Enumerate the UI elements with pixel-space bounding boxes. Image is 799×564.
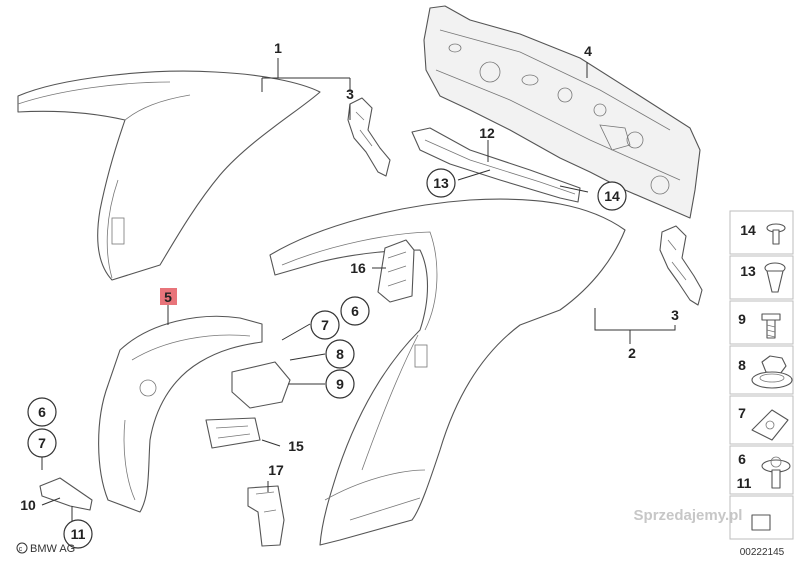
fastener-sidebar: 14 13 9 8: [729, 210, 794, 540]
callout-circle-6b: [27, 397, 57, 427]
svg-text:14: 14: [740, 222, 756, 238]
part-liner-fitting[interactable]: [231, 361, 291, 409]
sidebar-item-7[interactable]: 7: [729, 395, 794, 445]
callout-2[interactable]: 2: [628, 345, 636, 361]
push-rivet-icon: [766, 223, 786, 245]
callout-circle-11: [63, 519, 93, 549]
callout-circle-9: [325, 369, 355, 399]
callout-12[interactable]: 12: [479, 125, 495, 141]
part-trim-strip[interactable]: [411, 127, 581, 203]
part-strip-10[interactable]: [39, 477, 93, 511]
callout-16[interactable]: 16: [350, 260, 366, 276]
part-wheel-arch-liner[interactable]: [98, 315, 263, 513]
callout-9[interactable]: 9: [336, 376, 344, 392]
callouts: 1 3 4 12 13 14 5 16 6 7 8 9 15 17 6 7 10…: [20, 40, 679, 549]
callout-circle-7b: [27, 428, 57, 458]
expanding-rivet-icon: [764, 262, 786, 293]
callout-17[interactable]: 17: [268, 462, 284, 478]
callout-3-upper[interactable]: 3: [346, 86, 354, 102]
callout-13[interactable]: 13: [433, 175, 449, 191]
washer-screw-icon: [761, 456, 791, 489]
svg-text:6: 6: [738, 451, 746, 467]
callout-6-lower[interactable]: 6: [38, 404, 46, 420]
part-bracket-17[interactable]: [247, 485, 285, 547]
sidebar-item-9[interactable]: 9: [729, 300, 794, 345]
callout-circle-6a: [340, 296, 370, 326]
svg-text:13: 13: [740, 263, 756, 279]
sidebar-item-8[interactable]: 8: [729, 345, 794, 395]
screw-icon: [761, 313, 781, 339]
callout-circle-14: [597, 181, 627, 211]
svg-text:8: 8: [738, 357, 746, 373]
copyright-c-icon: c: [19, 546, 23, 553]
copyright: c BMW AG: [16, 542, 75, 555]
callout-3-right[interactable]: 3: [671, 307, 679, 323]
callout-circle-13: [426, 168, 456, 198]
part-bracket-right[interactable]: [659, 225, 703, 306]
callout-11[interactable]: 11: [71, 526, 86, 542]
callout-7-lower[interactable]: 7: [38, 435, 46, 451]
hex-nut-icon: [751, 355, 793, 389]
callout-circle-7a: [310, 310, 340, 340]
part-bracket-16[interactable]: [377, 239, 415, 303]
watermark-text: Sprzedajemy.pl: [634, 507, 743, 524]
callout-15[interactable]: 15: [288, 438, 304, 454]
part-bracket-upper[interactable]: [347, 97, 391, 177]
callout-circle-8: [325, 339, 355, 369]
callout-6-upper[interactable]: 6: [351, 303, 359, 319]
callout-8[interactable]: 8: [336, 346, 344, 362]
sidebar-item-14[interactable]: 14: [729, 210, 794, 255]
callout-4[interactable]: 4: [584, 43, 592, 59]
svg-text:7: 7: [738, 405, 746, 421]
diagram-id: 00222145: [740, 547, 785, 558]
callout-5[interactable]: 5: [164, 289, 172, 305]
part-rear-panel[interactable]: [423, 5, 701, 219]
svg-text:11: 11: [737, 475, 752, 491]
sidebar-item-13[interactable]: 13: [729, 255, 794, 300]
callout-14[interactable]: 14: [604, 188, 620, 204]
copyright-icon: [16, 542, 28, 554]
sidebar-item-6-11[interactable]: 6 11: [729, 445, 794, 495]
part-cover-plate[interactable]: [205, 417, 261, 449]
highlight-box-5: [160, 288, 177, 305]
callout-1[interactable]: 1: [274, 40, 282, 56]
svg-text:9: 9: [738, 311, 746, 327]
sidebar-item-blank: [729, 495, 794, 540]
part-side-panel-left[interactable]: [17, 70, 321, 281]
part-side-panel-right[interactable]: [269, 198, 626, 546]
callout-10[interactable]: 10: [20, 497, 36, 513]
copyright-label: BMW AG: [30, 543, 75, 555]
callout-7-upper[interactable]: 7: [321, 317, 329, 333]
clip-nut-icon: [751, 409, 789, 441]
